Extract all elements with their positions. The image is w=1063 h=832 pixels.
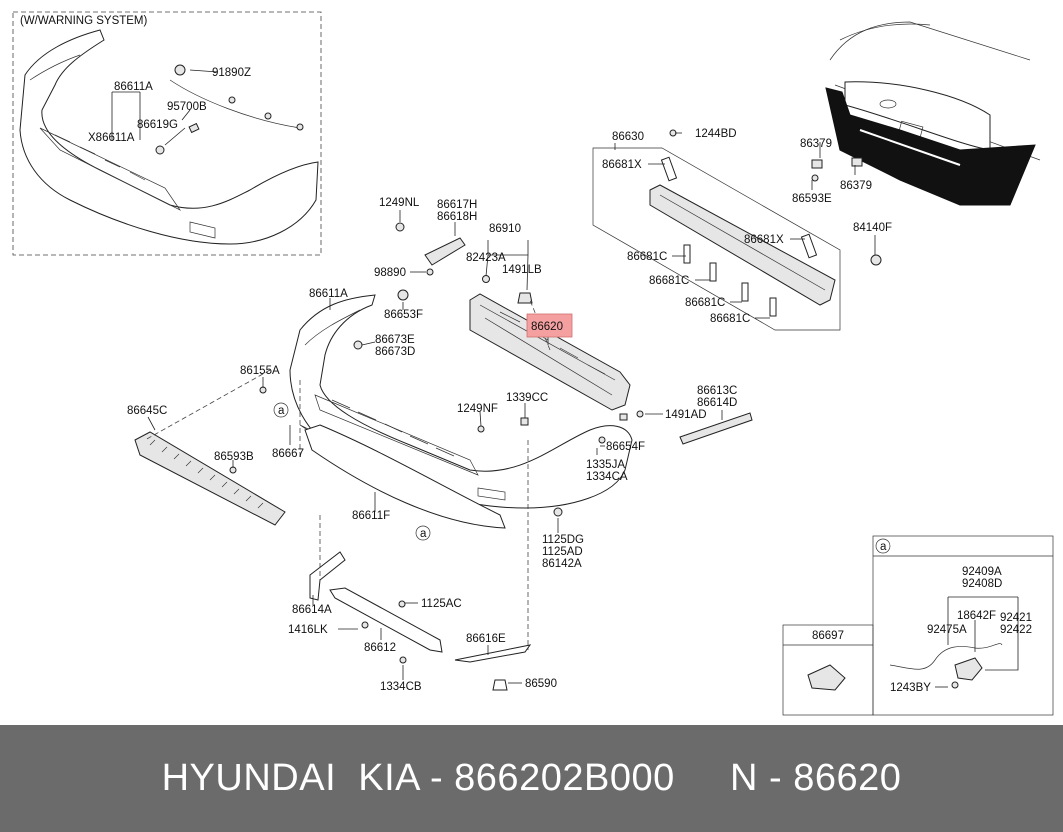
vehicle-rear-view: [825, 21, 1041, 206]
label-86142a: 86142A: [542, 558, 582, 570]
back-beam: [649, 156, 836, 317]
highlight-86620: [526, 313, 573, 338]
label-1243by: 1243BY: [890, 682, 931, 694]
label-86653f: 86653F: [384, 309, 423, 321]
label-1249nl: 1249NL: [379, 197, 420, 209]
ref-circle-a1: [273, 402, 289, 418]
inset-bumper-drawing: [19, 29, 319, 245]
label-98890: 98890: [374, 267, 406, 279]
label-86681x-b: 86681X: [744, 234, 784, 246]
label-92409a: 92409A: [962, 566, 1002, 578]
label-86681c-c: 86681C: [685, 297, 725, 309]
label-86593e: 86593E: [792, 193, 832, 205]
detail-panels: [782, 535, 1054, 716]
label-1125ad: 1125AD: [542, 546, 583, 558]
label-86673d: 86673D: [375, 346, 415, 358]
ref-label-a3: a: [880, 541, 887, 553]
label-1416lk: 1416LK: [288, 624, 328, 636]
label-92408d: 92408D: [962, 578, 1002, 590]
label-86593b: 86593B: [214, 451, 254, 463]
label-86645c: 86645C: [127, 405, 167, 417]
label-86590: 86590: [525, 678, 557, 690]
ref-label-a2: a: [420, 528, 427, 540]
label-92421: 92421: [1000, 612, 1032, 624]
label-95700b: 95700B: [167, 101, 207, 113]
grommet-86590: [492, 679, 508, 691]
side-molding: [679, 412, 753, 445]
label-84140f: 84140F: [853, 222, 892, 234]
label-1491lb: 1491LB: [502, 264, 542, 276]
label-86681c-d: 86681C: [710, 313, 750, 325]
ref-circle-a2: [415, 525, 431, 541]
label-86379-a: 86379: [800, 138, 832, 150]
label-86697: 86697: [812, 630, 844, 642]
label-92422: 92422: [1000, 624, 1032, 636]
fasteners: [229, 129, 882, 664]
label-1125ac: 1125AC: [421, 598, 462, 610]
label-1334ca: 1334CA: [586, 471, 628, 483]
label-1334cb: 1334CB: [380, 681, 422, 693]
label-86618h: 86618H: [437, 211, 477, 223]
label-86379-b: 86379: [840, 180, 872, 192]
label-86910: 86910: [489, 223, 521, 235]
label-86654f: 86654F: [606, 441, 645, 453]
label-86630: 86630: [612, 131, 644, 143]
energy-absorber-86620: [469, 293, 631, 411]
leader-lines: [111, 69, 876, 684]
label-91890z: 91890Z: [212, 67, 251, 79]
label-1125dg: 1125DG: [542, 534, 584, 546]
label-86613c: 86613C: [697, 385, 737, 397]
label-1249nf: 1249NF: [457, 403, 498, 415]
label-86681c-a: 86681C: [627, 251, 667, 263]
label-86611a-inset: 86611A: [114, 81, 153, 93]
label-1339cc: 1339CC: [506, 392, 548, 404]
label-86617h: 86617H: [437, 199, 477, 211]
garnish-86616e: [454, 644, 532, 663]
label-86155a: 86155A: [240, 365, 280, 377]
main-bumper-cover: [289, 294, 633, 529]
inset-warning-system-frame: [12, 11, 322, 256]
label-86681x-a: 86681X: [602, 159, 642, 171]
label-86614a: 86614A: [292, 604, 332, 616]
label-82423a: 82423A: [466, 252, 506, 264]
ref-label-a1: a: [278, 405, 285, 417]
label-18642f: 18642F: [957, 610, 996, 622]
label-86611a: 86611A: [309, 288, 348, 300]
label-86667: 86667: [272, 448, 304, 460]
exploded-view-drawing: (W/WARNING SYSTEM) 91890Z 86611A 95700B …: [12, 11, 1054, 716]
label-86611f: 86611F: [352, 510, 390, 522]
label-86616e: 86616E: [466, 633, 506, 645]
bracket-86612: [329, 587, 443, 653]
ref-circle-a3: [875, 538, 891, 554]
label-1335ja: 1335JA: [586, 459, 625, 471]
label-92475a: 92475A: [927, 624, 967, 636]
label-86673e: 86673E: [375, 334, 415, 346]
step-plate-86645c: [134, 431, 286, 526]
label-86620: 86620: [531, 321, 563, 333]
label-x86611a: X86611A: [88, 132, 135, 144]
part-number-banner: HYUNDAI KIA - 866202B000 N - 86620: [0, 725, 1063, 832]
beam-assembly-frame: [592, 147, 841, 331]
label-86614d: 86614D: [697, 397, 737, 409]
label-1244bd: 1244BD: [695, 128, 737, 140]
parts-diagram: (W/WARNING SYSTEM) 91890Z 86611A 95700B …: [12, 11, 1054, 716]
part-labels: (W/WARNING SYSTEM) 91890Z 86611A 95700B …: [20, 15, 1032, 694]
label-1491ad: 1491AD: [665, 409, 707, 421]
label-86681c-b: 86681C: [649, 275, 689, 287]
label-86619g: 86619G: [137, 119, 178, 131]
part-number-text: HYUNDAI KIA - 866202B000 N - 86620: [161, 757, 902, 799]
inset-title: (W/WARNING SYSTEM): [20, 15, 148, 27]
label-86612: 86612: [364, 642, 396, 654]
